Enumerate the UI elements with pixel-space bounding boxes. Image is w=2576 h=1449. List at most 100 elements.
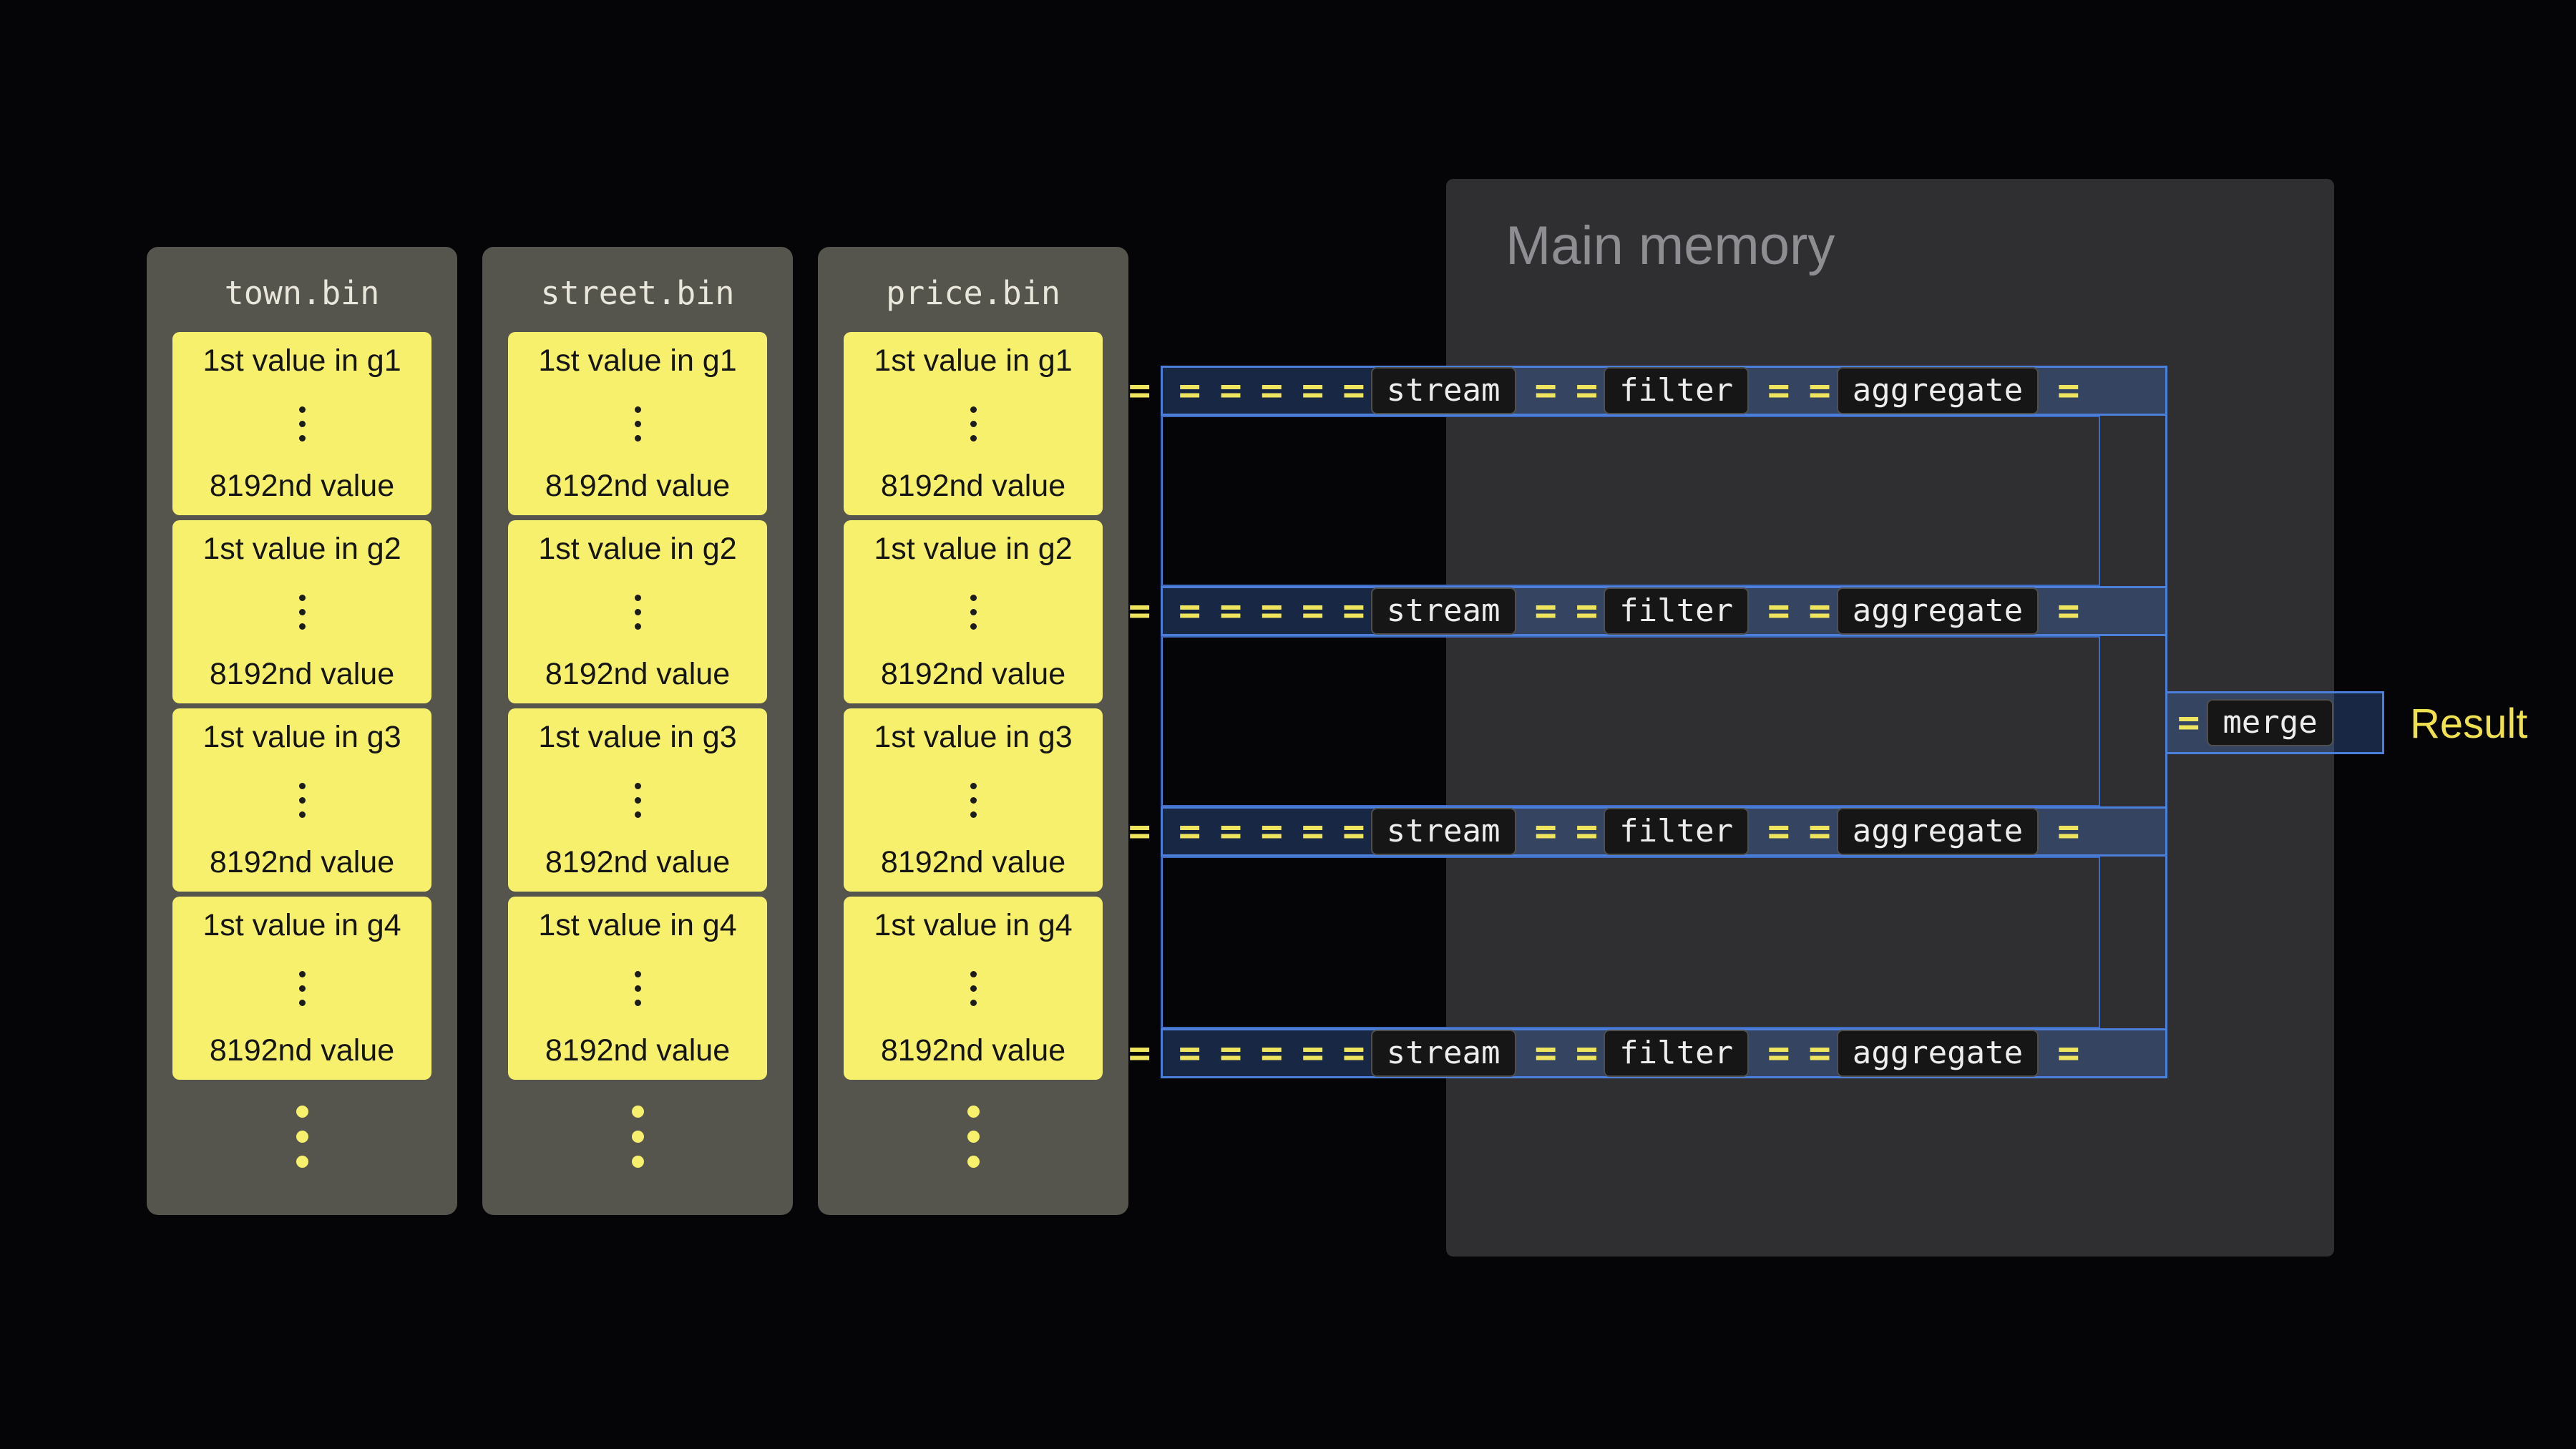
stage-stream: = stream — [1342, 1030, 1516, 1077]
equals-icon: = — [1219, 369, 1242, 412]
stage-label-stream: stream — [1370, 1030, 1516, 1077]
equals-icon: = — [1767, 810, 1790, 853]
group-box: 1st value in g3 8192nd value — [508, 708, 767, 892]
group-first-value: 1st value in g4 — [538, 908, 737, 942]
equals-icon: = — [1534, 1032, 1557, 1075]
stage-label-filter: filter — [1604, 587, 1750, 635]
equals-icon: = — [1342, 590, 1365, 633]
stage-label-aggregate: aggregate — [1836, 367, 2039, 414]
stage-filter: = filter — [1575, 367, 1750, 414]
stage-aggregate: = aggregate — [1808, 1030, 2039, 1077]
equals-icon: = — [2177, 701, 2200, 744]
group-box: 1st value in g1 8192nd value — [172, 332, 431, 515]
equals-icon: = — [1128, 1032, 1151, 1075]
equals-icon: = — [2057, 1032, 2080, 1075]
equals-icon: = — [1260, 810, 1283, 853]
equals-icon: = — [1301, 590, 1324, 633]
file-name: price.bin — [886, 274, 1060, 312]
group-box: 1st value in g2 8192nd value — [172, 520, 431, 703]
merge-label: merge — [2207, 699, 2333, 746]
file-name: town.bin — [224, 274, 380, 312]
equals-icon: = — [2057, 369, 2080, 412]
group-last-value: 8192nd value — [880, 845, 1066, 879]
equals-icon: = — [1260, 1032, 1283, 1075]
equals-icon: = — [1767, 369, 1790, 412]
equals-icon: = — [1219, 810, 1242, 853]
stage-label-stream: stream — [1370, 367, 1516, 414]
stage-label-filter: filter — [1604, 1030, 1750, 1077]
group-box: 1st value in g4 8192nd value — [508, 897, 767, 1080]
equals-icon: = — [1128, 369, 1151, 412]
stage-filter: = filter — [1576, 808, 1750, 855]
more-groups-ellipsis-icon — [967, 1106, 980, 1168]
group-first-value: 1st value in g1 — [874, 343, 1073, 378]
equals-icon: = — [1301, 1032, 1324, 1075]
group-last-value: 8192nd value — [545, 469, 731, 503]
group-stack: 1st value in g1 8192nd value 1st value i… — [844, 332, 1103, 1080]
stage-label-stream: stream — [1370, 808, 1516, 855]
pipeline-row-3: = = = = = = stream = = filter = = aggreg… — [1128, 806, 2167, 857]
equals-icon: = — [1179, 590, 1201, 633]
equals-icon: = — [1342, 810, 1365, 853]
pipeline-gap-frame — [1161, 416, 2100, 586]
group-last-value: 8192nd value — [545, 845, 731, 879]
vertical-ellipsis-icon — [298, 406, 306, 441]
stage-aggregate: = aggregate — [1808, 587, 2039, 635]
file-card-price: price.bin 1st value in g1 8192nd value 1… — [818, 247, 1128, 1215]
equals-icon: = — [1767, 590, 1790, 633]
equals-icon: = — [2057, 590, 2080, 633]
main-memory-title: Main memory — [1506, 215, 1835, 276]
equals-icon: = — [1219, 590, 1242, 633]
equals-icon: = — [1260, 369, 1283, 412]
pipeline-row-4: = = = = = = stream = = filter = = aggreg… — [1128, 1028, 2167, 1078]
group-first-value: 1st value in g3 — [538, 720, 737, 754]
file-card-town: town.bin 1st value in g1 8192nd value 1s… — [147, 247, 457, 1215]
more-groups-ellipsis-icon — [296, 1106, 308, 1168]
group-box: 1st value in g1 8192nd value — [844, 332, 1103, 515]
vertical-ellipsis-icon — [634, 594, 641, 630]
equals-icon: = — [1179, 369, 1201, 412]
group-box: 1st value in g2 8192nd value — [508, 520, 767, 703]
group-last-value: 8192nd value — [880, 469, 1066, 503]
equals-icon: = — [1575, 369, 1599, 412]
group-first-value: 1st value in g1 — [203, 343, 401, 378]
equals-icon: = — [1342, 1032, 1365, 1075]
equals-icon: = — [1808, 590, 1831, 633]
stage-stream: = stream — [1342, 367, 1516, 414]
group-last-value: 8192nd value — [209, 845, 395, 879]
group-first-value: 1st value in g3 — [203, 720, 401, 754]
group-box: 1st value in g4 8192nd value — [844, 897, 1103, 1080]
equals-icon: = — [1301, 369, 1324, 412]
stage-aggregate: = aggregate — [1808, 808, 2039, 855]
vertical-ellipsis-icon — [634, 782, 641, 818]
stage-label-filter: filter — [1604, 808, 1750, 855]
stage-stream: = stream — [1342, 587, 1516, 635]
equals-icon: = — [1575, 590, 1599, 633]
pipeline-row-1: = = = = = = stream = = filter = = aggreg… — [1128, 366, 2167, 416]
group-last-value: 8192nd value — [545, 1033, 731, 1068]
equals-icon: = — [1128, 810, 1151, 853]
equals-icon: = — [1534, 590, 1557, 633]
stage-label-aggregate: aggregate — [1836, 808, 2039, 855]
vertical-ellipsis-icon — [970, 782, 977, 818]
vertical-ellipsis-icon — [298, 594, 306, 630]
pipeline-gap-frame — [1161, 857, 2100, 1028]
stage-aggregate: = aggregate — [1808, 367, 2039, 414]
equals-icon: = — [1534, 369, 1557, 412]
group-box: 1st value in g1 8192nd value — [508, 332, 767, 515]
file-card-street: street.bin 1st value in g1 8192nd value … — [482, 247, 793, 1215]
merge-band: = merge — [2165, 691, 2384, 754]
stage-label-aggregate: aggregate — [1836, 587, 2039, 635]
vertical-ellipsis-icon — [970, 594, 977, 630]
vertical-ellipsis-icon — [298, 782, 306, 818]
group-last-value: 8192nd value — [880, 657, 1066, 691]
vertical-ellipsis-icon — [298, 970, 306, 1006]
group-box: 1st value in g3 8192nd value — [844, 708, 1103, 892]
group-last-value: 8192nd value — [209, 1033, 395, 1068]
group-first-value: 1st value in g3 — [874, 720, 1073, 754]
stage-filter: = filter — [1576, 1030, 1750, 1077]
group-box: 1st value in g3 8192nd value — [172, 708, 431, 892]
group-first-value: 1st value in g2 — [874, 532, 1073, 566]
more-groups-ellipsis-icon — [631, 1106, 644, 1168]
